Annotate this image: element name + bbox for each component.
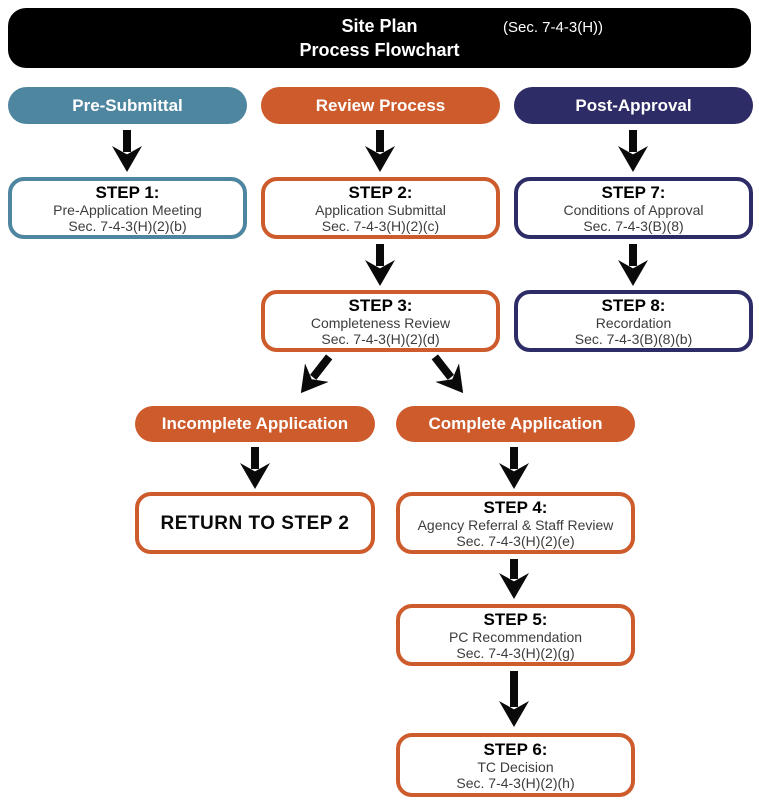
step-section: Sec. 7-4-3(H)(2)(c)	[321, 218, 440, 234]
section-reference: (Sec. 7-4-3(H))	[503, 19, 604, 36]
step-name: TC Decision	[477, 759, 554, 775]
step-section: Sec. 7-4-3(H)(2)(b)	[68, 218, 187, 234]
step-3-box: STEP 3: Completeness Review Sec. 7-4-3(H…	[261, 290, 500, 352]
phase-label: Post-Approval	[575, 95, 692, 115]
step-4-box: STEP 4: Agency Referral & Staff Review S…	[396, 492, 635, 554]
return-to-step-2-box: RETURN TO STEP 2	[135, 492, 375, 554]
header-line1: Site Plan (Sec. 7-4-3(H))	[8, 14, 751, 38]
step-title: STEP 6:	[483, 740, 548, 759]
step-title: STEP 5:	[483, 610, 548, 629]
step-section: Sec. 7-4-3(B)(8)	[583, 218, 684, 234]
step-section: Sec. 7-4-3(H)(2)(h)	[456, 775, 575, 791]
step-name: Conditions of Approval	[563, 202, 704, 218]
step-1-box: STEP 1: Pre-Application Meeting Sec. 7-4…	[8, 177, 247, 239]
branch-complete-application: Complete Application	[396, 406, 635, 442]
step-title: STEP 3:	[348, 296, 413, 315]
arrow-down-icon	[499, 447, 529, 489]
flowchart-header: Site Plan (Sec. 7-4-3(H)) Process Flowch…	[8, 8, 751, 68]
phase-post-approval: Post-Approval	[514, 87, 753, 124]
step-title: STEP 7:	[601, 183, 666, 202]
step-title: STEP 8:	[601, 296, 666, 315]
arrow-down-left-icon	[289, 348, 341, 403]
step-name: Agency Referral & Staff Review	[417, 517, 614, 533]
return-label: RETURN TO STEP 2	[160, 512, 350, 534]
phase-label: Pre-Submittal	[72, 95, 183, 115]
arrow-down-icon	[240, 447, 270, 489]
arrow-down-icon	[365, 244, 395, 286]
arrow-down-icon	[499, 671, 529, 727]
step-title: STEP 4:	[483, 498, 548, 517]
chart-title-line2: Process Flowchart	[299, 40, 460, 60]
step-name: Completeness Review	[310, 315, 451, 331]
step-7-box: STEP 7: Conditions of Approval Sec. 7-4-…	[514, 177, 753, 239]
step-name: PC Recommendation	[448, 629, 583, 645]
step-name: Application Submittal	[315, 202, 446, 218]
arrow-down-icon	[618, 244, 648, 286]
step-title: STEP 1:	[95, 183, 160, 202]
arrow-down-icon	[499, 559, 529, 599]
step-5-box: STEP 5: PC Recommendation Sec. 7-4-3(H)(…	[396, 604, 635, 666]
step-6-box: STEP 6: TC Decision Sec. 7-4-3(H)(2)(h)	[396, 733, 635, 797]
step-section: Sec. 7-4-3(B)(8)(b)	[574, 331, 693, 347]
branch-label: Incomplete Application	[161, 414, 349, 433]
branch-incomplete-application: Incomplete Application	[135, 406, 375, 442]
arrow-down-icon	[112, 130, 142, 172]
arrow-down-right-icon	[423, 348, 475, 403]
arrow-down-icon	[365, 130, 395, 172]
chart-title-line1: Site Plan	[341, 16, 418, 36]
step-title: STEP 2:	[348, 183, 413, 202]
arrow-down-icon	[618, 130, 648, 172]
phase-label: Review Process	[315, 95, 446, 115]
step-2-box: STEP 2: Application Submittal Sec. 7-4-3…	[261, 177, 500, 239]
step-section: Sec. 7-4-3(H)(2)(g)	[456, 645, 575, 661]
branch-label: Complete Application	[428, 414, 603, 433]
phase-review-process: Review Process	[261, 87, 500, 124]
step-section: Sec. 7-4-3(H)(2)(e)	[456, 533, 575, 549]
step-name: Recordation	[595, 315, 672, 331]
phase-pre-submittal: Pre-Submittal	[8, 87, 247, 124]
step-8-box: STEP 8: Recordation Sec. 7-4-3(B)(8)(b)	[514, 290, 753, 352]
step-name: Pre-Application Meeting	[53, 202, 202, 218]
step-section: Sec. 7-4-3(H)(2)(d)	[321, 331, 440, 347]
